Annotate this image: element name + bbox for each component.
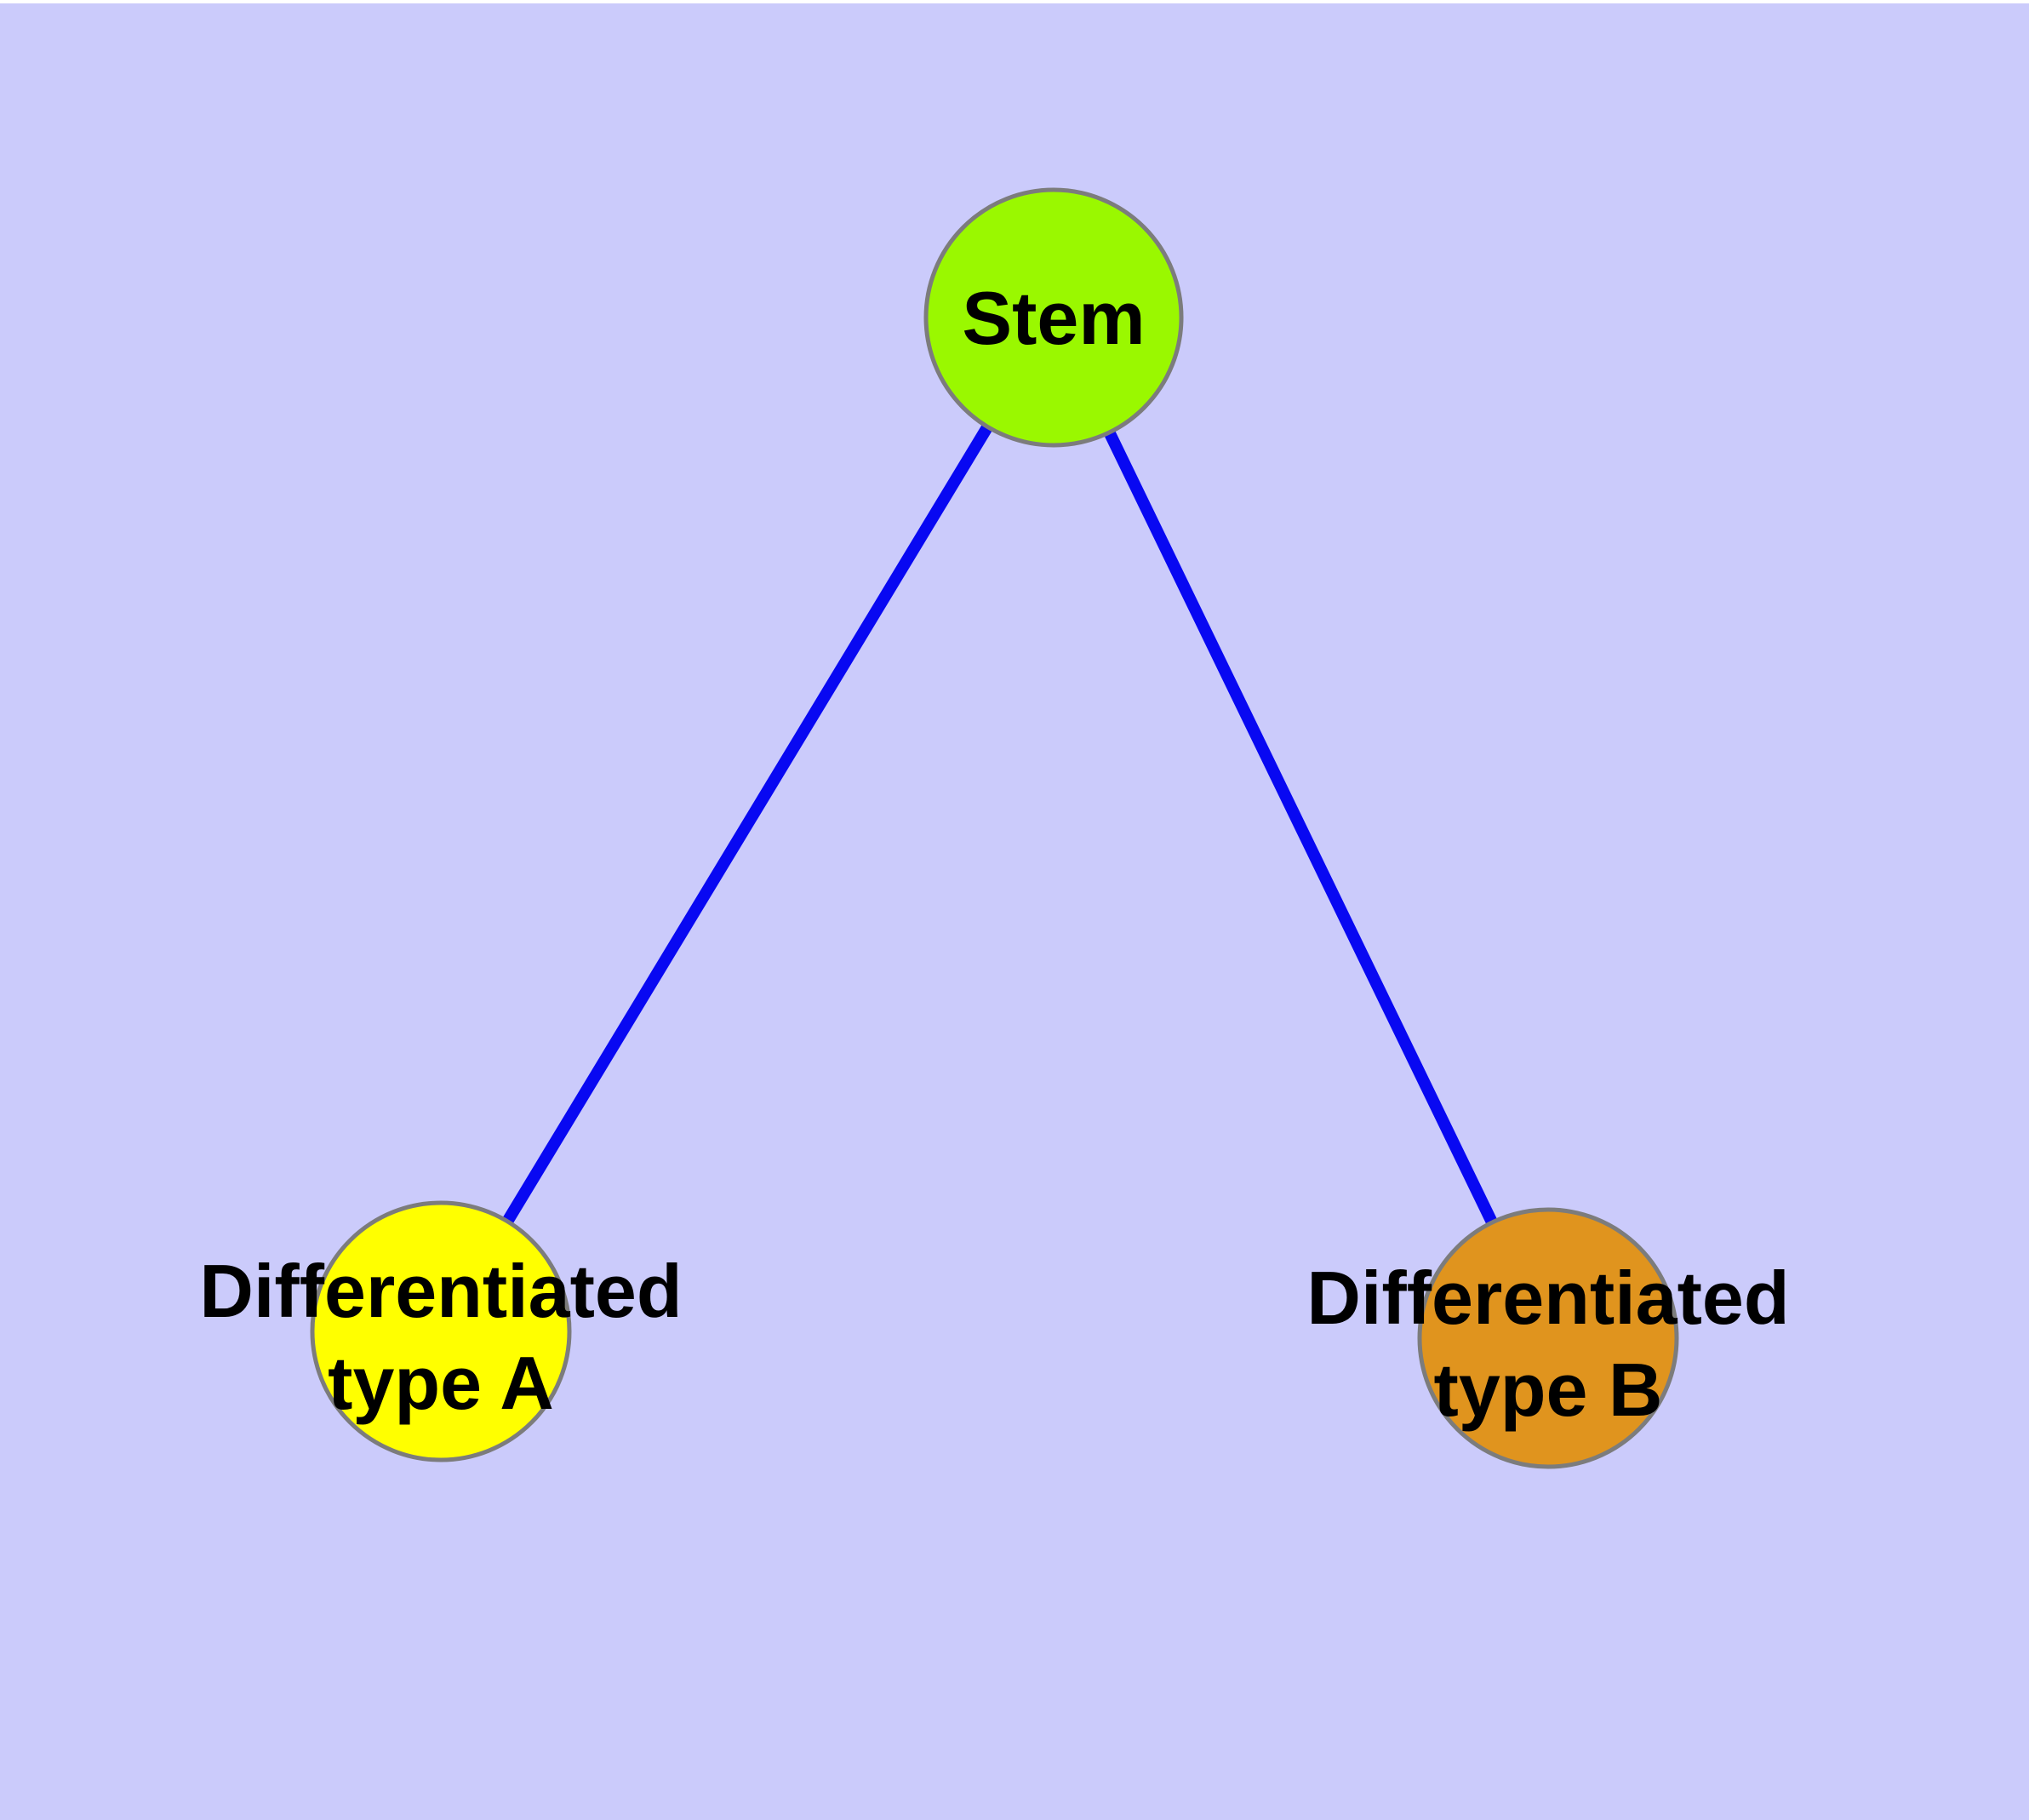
node-stem	[923, 187, 1184, 448]
node-type-b-label-line1: Differentiated	[1306, 1256, 1789, 1340]
node-stem-label: Stem	[962, 276, 1145, 360]
edge-stem-to-type-a	[436, 314, 1059, 1335]
node-differentiated-type-b	[1417, 1207, 1679, 1469]
node-type-b-label-line2: type B	[1434, 1348, 1663, 1432]
edge-stem-to-type-b	[1048, 314, 1554, 1342]
node-differentiated-type-a	[310, 1200, 572, 1462]
node-type-a-label-line2: type A	[328, 1341, 554, 1425]
node-type-a-label-line1: Differentiated	[199, 1249, 682, 1333]
